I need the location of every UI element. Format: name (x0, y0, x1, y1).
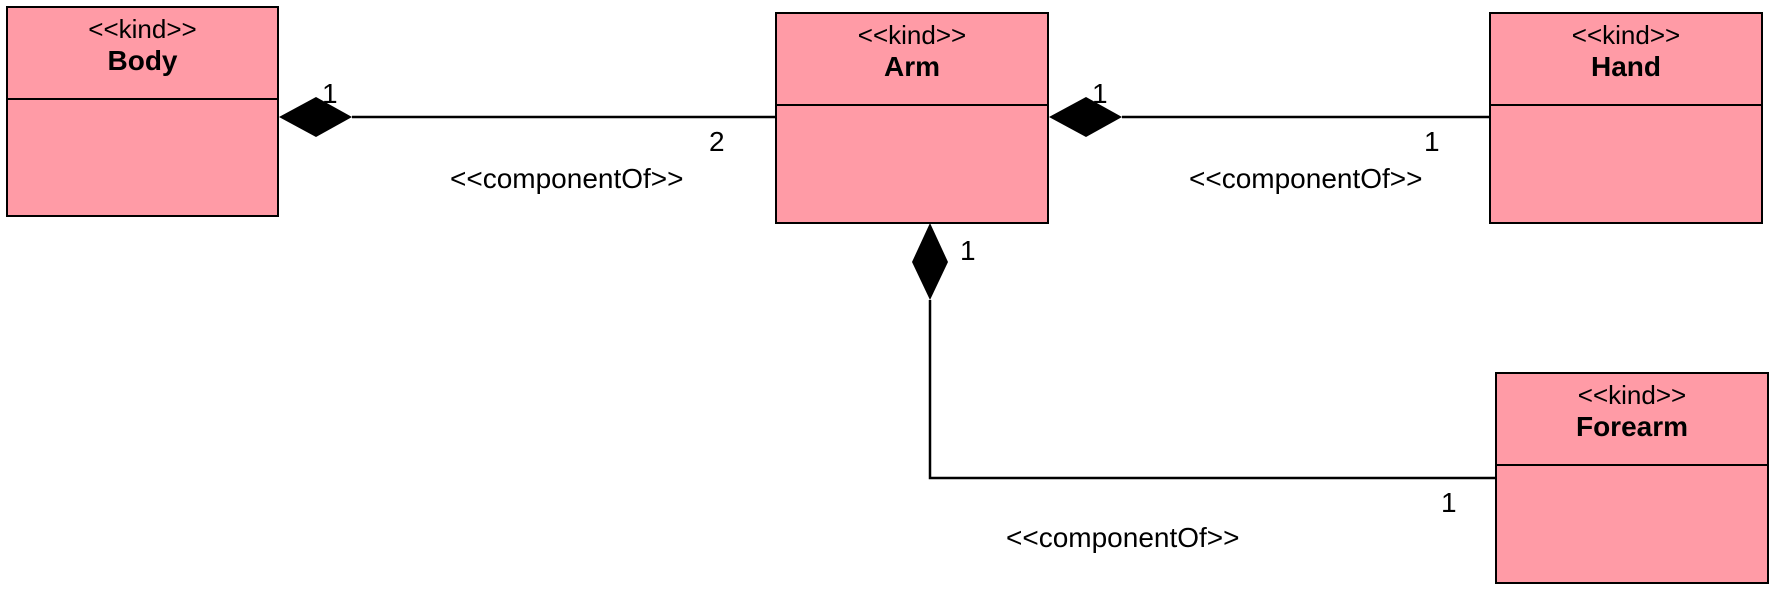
multiplicity-hand-part: 1 (1424, 126, 1440, 157)
class-body-stereotype: <<kind>> (88, 14, 197, 44)
class-arm[interactable]: <<kind>> Arm (775, 12, 1049, 224)
class-hand-header: <<kind>> Hand (1491, 14, 1761, 106)
class-hand-name: Hand (1591, 51, 1661, 82)
class-forearm-stereotype: <<kind>> (1577, 380, 1687, 410)
class-forearm-name: Forearm (1575, 411, 1689, 442)
class-hand-stereotype: <<kind>> (1571, 20, 1681, 50)
multiplicity-body-whole: 1 (322, 78, 338, 109)
class-arm-name: Arm (883, 51, 940, 82)
class-arm-header: <<kind>> Arm (777, 14, 1047, 106)
multiplicity-arm-whole-forearm: 1 (960, 235, 976, 266)
class-hand[interactable]: <<kind>> Hand (1489, 12, 1763, 224)
multiplicity-arm-whole-hand: 1 (1092, 78, 1108, 109)
association-line-arm-forearm (928, 300, 1495, 480)
class-body[interactable]: <<kind>> Body (6, 6, 279, 217)
class-arm-stereotype: <<kind>> (857, 20, 967, 50)
class-forearm[interactable]: <<kind>> Forearm (1495, 372, 1769, 584)
composition-diamond-body (279, 97, 352, 137)
class-body-header: <<kind>> Body (8, 8, 277, 100)
class-body-name: Body (107, 45, 178, 76)
composition-diamond-arm-forearm (912, 223, 948, 300)
multiplicity-forearm-part: 1 (1441, 487, 1457, 518)
association-stereotype-body-arm: <<componentOf>> (450, 163, 684, 194)
multiplicity-arm-part: 2 (709, 126, 725, 157)
association-stereotype-arm-hand: <<componentOf>> (1189, 163, 1423, 194)
composition-diamond-arm-hand (1049, 97, 1122, 137)
class-forearm-header: <<kind>> Forearm (1497, 374, 1767, 466)
association-stereotype-arm-forearm: <<componentOf>> (1006, 522, 1240, 553)
